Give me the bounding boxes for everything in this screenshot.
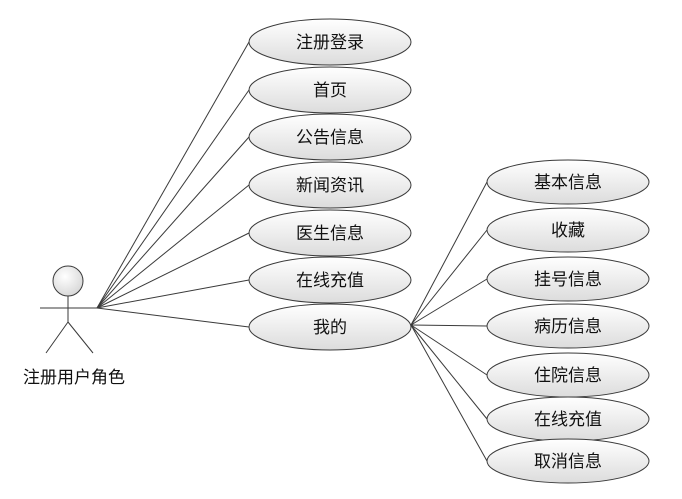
link-wode-zhuyuan xyxy=(410,324,488,376)
sub-case-label: 住院信息 xyxy=(534,366,602,386)
link-wode-bingli xyxy=(410,324,488,327)
use-case-label: 新闻资讯 xyxy=(296,176,364,196)
sub-case-jiben[interactable]: 基本信息 xyxy=(486,159,650,205)
sub-case-guahao[interactable]: 挂号信息 xyxy=(486,256,650,302)
link-wode-guahao xyxy=(410,278,488,326)
use-case-ellipse[interactable] xyxy=(248,161,412,209)
sub-case-label: 病历信息 xyxy=(534,317,602,337)
link-wode-chongzhi2 xyxy=(410,324,488,420)
use-case-label: 在线充值 xyxy=(296,271,364,291)
sub-case-zhuyuan[interactable]: 住院信息 xyxy=(486,352,650,398)
link-wode-jiben xyxy=(410,181,488,326)
link-wode-quxiao xyxy=(410,324,488,462)
sub-case-ellipse[interactable] xyxy=(486,303,650,349)
use-cases: 注册登录 首页 公告信息 新闻资讯 医生信息 在线充值 我的 xyxy=(248,18,412,351)
sub-case-ellipse[interactable] xyxy=(486,159,650,205)
link-actor-wode xyxy=(96,307,250,328)
sub-case-shoucang[interactable]: 收藏 xyxy=(486,207,650,253)
sub-case-ellipse[interactable] xyxy=(486,256,650,302)
use-case-ellipse[interactable] xyxy=(248,303,412,351)
sub-case-chongzhi2[interactable]: 在线充值 xyxy=(486,396,650,442)
sub-case-label: 收藏 xyxy=(551,221,585,241)
use-case-ellipse[interactable] xyxy=(248,113,412,161)
link-wode-shoucang xyxy=(410,229,488,326)
sub-case-label: 取消信息 xyxy=(534,452,602,472)
use-case-label: 注册登录 xyxy=(296,33,364,53)
sub-case-ellipse[interactable] xyxy=(486,207,650,253)
use-case-wode[interactable]: 我的 xyxy=(248,303,412,351)
sub-case-quxiao[interactable]: 取消信息 xyxy=(486,438,650,484)
use-case-ellipse[interactable] xyxy=(248,256,412,304)
use-case-shouye[interactable]: 首页 xyxy=(248,66,412,114)
link-actor-gonggao xyxy=(96,136,250,309)
actor-left-leg xyxy=(45,321,69,354)
associations xyxy=(96,41,488,462)
link-actor-chongzhi xyxy=(96,279,250,309)
use-case-label: 我的 xyxy=(313,318,347,338)
sub-case-ellipse[interactable] xyxy=(486,438,650,484)
sub-case-label: 挂号信息 xyxy=(534,270,602,290)
use-case-xinwen[interactable]: 新闻资讯 xyxy=(248,161,412,209)
use-case-label: 医生信息 xyxy=(296,224,364,244)
actor-head xyxy=(52,265,84,297)
sub-case-bingli[interactable]: 病历信息 xyxy=(486,303,650,349)
use-case-ellipse[interactable] xyxy=(248,66,412,114)
actor-right-leg xyxy=(67,321,94,354)
link-actor-yisheng xyxy=(96,232,250,309)
actor: 注册用户角色 xyxy=(23,265,125,388)
use-case-ellipse[interactable] xyxy=(248,18,412,66)
use-case-ellipse[interactable] xyxy=(248,209,412,257)
use-case-gonggao[interactable]: 公告信息 xyxy=(248,113,412,161)
link-actor-shouye xyxy=(96,89,250,309)
sub-case-label: 基本信息 xyxy=(534,173,602,193)
use-case-yisheng[interactable]: 医生信息 xyxy=(248,209,412,257)
use-case-label: 公告信息 xyxy=(296,128,364,148)
link-actor-xinwen xyxy=(96,184,250,309)
use-case-label: 首页 xyxy=(313,81,347,101)
actor-label: 注册用户角色 xyxy=(23,368,125,388)
link-actor-zhuce xyxy=(96,41,250,309)
sub-use-cases: 基本信息 收藏 挂号信息 病历信息 住院信息 在线充值 取消信息 xyxy=(486,159,650,484)
sub-case-label: 在线充值 xyxy=(534,410,602,430)
use-case-zhuce[interactable]: 注册登录 xyxy=(248,18,412,66)
use-case-chongzhi[interactable]: 在线充值 xyxy=(248,256,412,304)
